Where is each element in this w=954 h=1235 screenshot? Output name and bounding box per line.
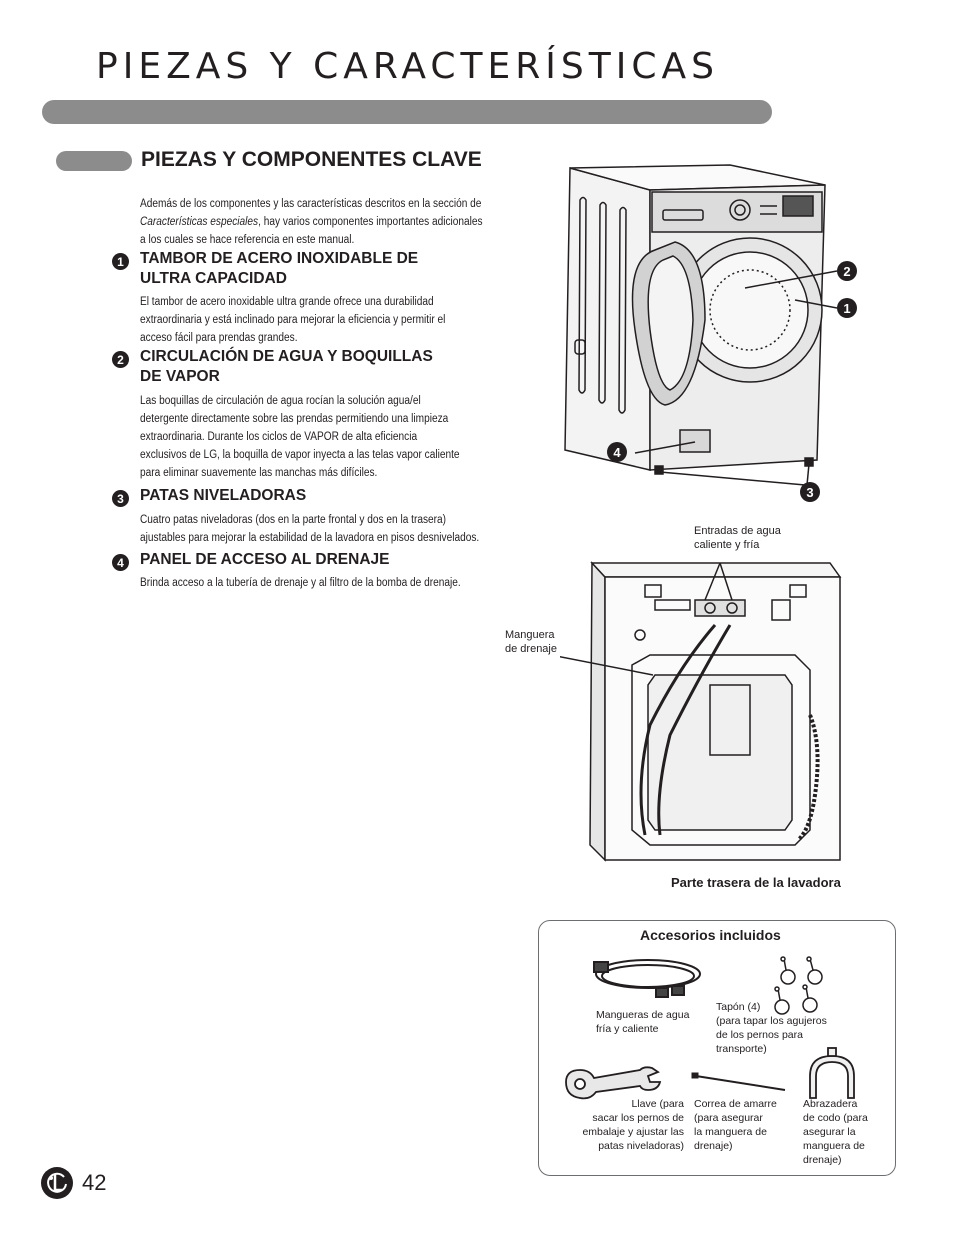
rear-diagram-caption: Parte trasera de la lavadora (671, 875, 841, 890)
section-heading: PIEZAS Y COMPONENTES CLAVE (141, 148, 482, 171)
elbow-bracket-icon (809, 1047, 855, 1099)
item-text-line: exclusivos de LG, la boquilla de vapor i… (140, 449, 460, 461)
item-title: PATAS NIVELADORAS (140, 486, 306, 506)
item-title-line: PATAS NIVELADORAS (140, 487, 307, 504)
item-description: Brinda acceso a la tubería de drenaje y … (140, 574, 501, 592)
intro-line-rest: , hay varios componentes importantes adi… (258, 216, 483, 228)
drain-hose-label: Manguera de drenaje (505, 628, 557, 656)
item-title: PANEL DE ACCESO AL DRENAJE (140, 550, 389, 570)
item-title-line: DE VAPOR (140, 368, 220, 385)
caps-label-line: (para tapar los agujeros (716, 1015, 827, 1027)
wrench-label-line: sacar los pernos de (592, 1112, 684, 1124)
intro-line: Características especiales, hay varios c… (140, 213, 501, 231)
hoses-label: Mangueras de agua fría y caliente (596, 1008, 689, 1036)
caps-label: Tapón (4) (para tapar los agujeros de lo… (716, 1000, 827, 1056)
water-hoses-icon (593, 959, 701, 998)
elbow-label-line: Abrazadera (803, 1098, 858, 1110)
item-description: El tambor de acero inoxidable ultra gran… (140, 293, 501, 347)
item-text-line: extraordinaria y está inclinado para mej… (140, 314, 446, 326)
item-text-line: acceso fácil para prendas grandes. (140, 332, 298, 344)
wrench-icon (565, 1066, 662, 1100)
caps-label-line: de los pernos para (716, 1029, 803, 1041)
intro-line: Además de los componentes y las caracter… (140, 198, 482, 210)
elbow-bracket-label: Abrazadera de codo (para asegurar la man… (803, 1097, 868, 1167)
accessories-panel (538, 920, 896, 1176)
item-text-line: El tambor de acero inoxidable ultra gran… (140, 296, 434, 308)
drain-hose-label-line: Manguera (505, 629, 555, 641)
cable-tie-label-line: drenaje) (694, 1140, 733, 1152)
caps-label-line: Tapón (4) (716, 1001, 761, 1013)
cable-tie-label-line: (para asegurar (694, 1112, 763, 1124)
item-number-badge: 1 (112, 253, 129, 270)
item-text-line: Brinda acceso a la tubería de drenaje y … (140, 577, 461, 589)
wrench-label-line: embalaje y ajustar las (582, 1126, 684, 1138)
page-number: 42 (82, 1170, 107, 1195)
hoses-label-line: fría y caliente (596, 1023, 659, 1035)
title-bar (42, 100, 772, 124)
section-pill (56, 151, 132, 171)
drain-hose-label-line: de drenaje (505, 643, 557, 655)
inlets-label-line: Entradas de agua (694, 525, 781, 537)
item-title-line: ULTRA CAPACIDAD (140, 270, 287, 287)
item-text-line: Cuatro patas niveladoras (dos en la part… (140, 514, 447, 526)
inlets-label: Entradas de agua caliente y fría (694, 524, 781, 552)
caps-label-line: transporte) (716, 1043, 767, 1055)
item-text-line: para eliminar suavemente las manchas más… (140, 467, 378, 479)
elbow-label-line: drenaje) (803, 1154, 842, 1166)
item-title-line: PANEL DE ACCESO AL DRENAJE (140, 551, 390, 568)
intro-line: a los cuales se hace referencia en este … (140, 234, 355, 246)
item-title-line: CIRCULACIÓN DE AGUA Y BOQUILLAS (140, 348, 433, 365)
wrench-label-line: Llave (para (631, 1098, 684, 1110)
item-description: Las boquillas de circulación de agua roc… (140, 392, 501, 482)
item-number-badge: 4 (112, 554, 129, 571)
hoses-label-line: Mangueras de agua (596, 1009, 690, 1021)
item-title: CIRCULACIÓN DE AGUA Y BOQUILLAS DE VAPOR (140, 347, 433, 387)
cable-tie-icon (691, 1072, 786, 1091)
item-text-line: detergente directamente sobre las prenda… (140, 413, 449, 425)
callout-number: 1 (843, 301, 850, 316)
wrench-label-line: patas niveladoras) (598, 1140, 684, 1152)
intro-paragraph: Además de los componentes y las caracter… (140, 195, 501, 249)
item-number-badge: 3 (112, 490, 129, 507)
elbow-label-line: de codo (para (803, 1112, 868, 1124)
item-text-line: extraordinaria. Durante los ciclos de VA… (140, 431, 418, 443)
accessories-title: Accesorios incluidos (640, 927, 781, 943)
callout-number: 2 (843, 264, 850, 279)
item-title: TAMBOR DE ACERO INOXIDABLE DE ULTRA CAPA… (140, 249, 418, 289)
wrench-label: Llave (para sacar los pernos de embalaje… (572, 1097, 684, 1153)
cable-tie-label-line: la manguera de (694, 1126, 767, 1138)
callout-number: 4 (613, 445, 621, 460)
item-number-badge: 2 (112, 351, 129, 368)
item-text-line: Las boquillas de circulación de agua roc… (140, 395, 421, 407)
inlets-label-line: caliente y fría (694, 539, 760, 551)
page-title: PIEZAS Y CARACTERÍSTICAS (96, 46, 719, 87)
elbow-label-line: manguera de (803, 1140, 865, 1152)
lg-logo-icon (41, 1167, 73, 1199)
caps-icon (774, 956, 823, 1015)
washer-front-illustration: 2 1 4 3 (564, 164, 857, 502)
item-title-line: TAMBOR DE ACERO INOXIDABLE DE (140, 250, 419, 267)
item-text-line: ajustables para mejorar la estabilidad d… (140, 532, 480, 544)
cable-tie-label: Correa de amarre (para asegurar la mangu… (694, 1097, 777, 1153)
intro-emphasis: Características especiales (140, 216, 259, 228)
callout-number: 3 (806, 485, 813, 500)
item-description: Cuatro patas niveladoras (dos en la part… (140, 511, 501, 547)
cable-tie-label-line: Correa de amarre (694, 1098, 777, 1110)
washer-rear-illustration (560, 561, 842, 862)
elbow-label-line: asegurar la (803, 1126, 856, 1138)
